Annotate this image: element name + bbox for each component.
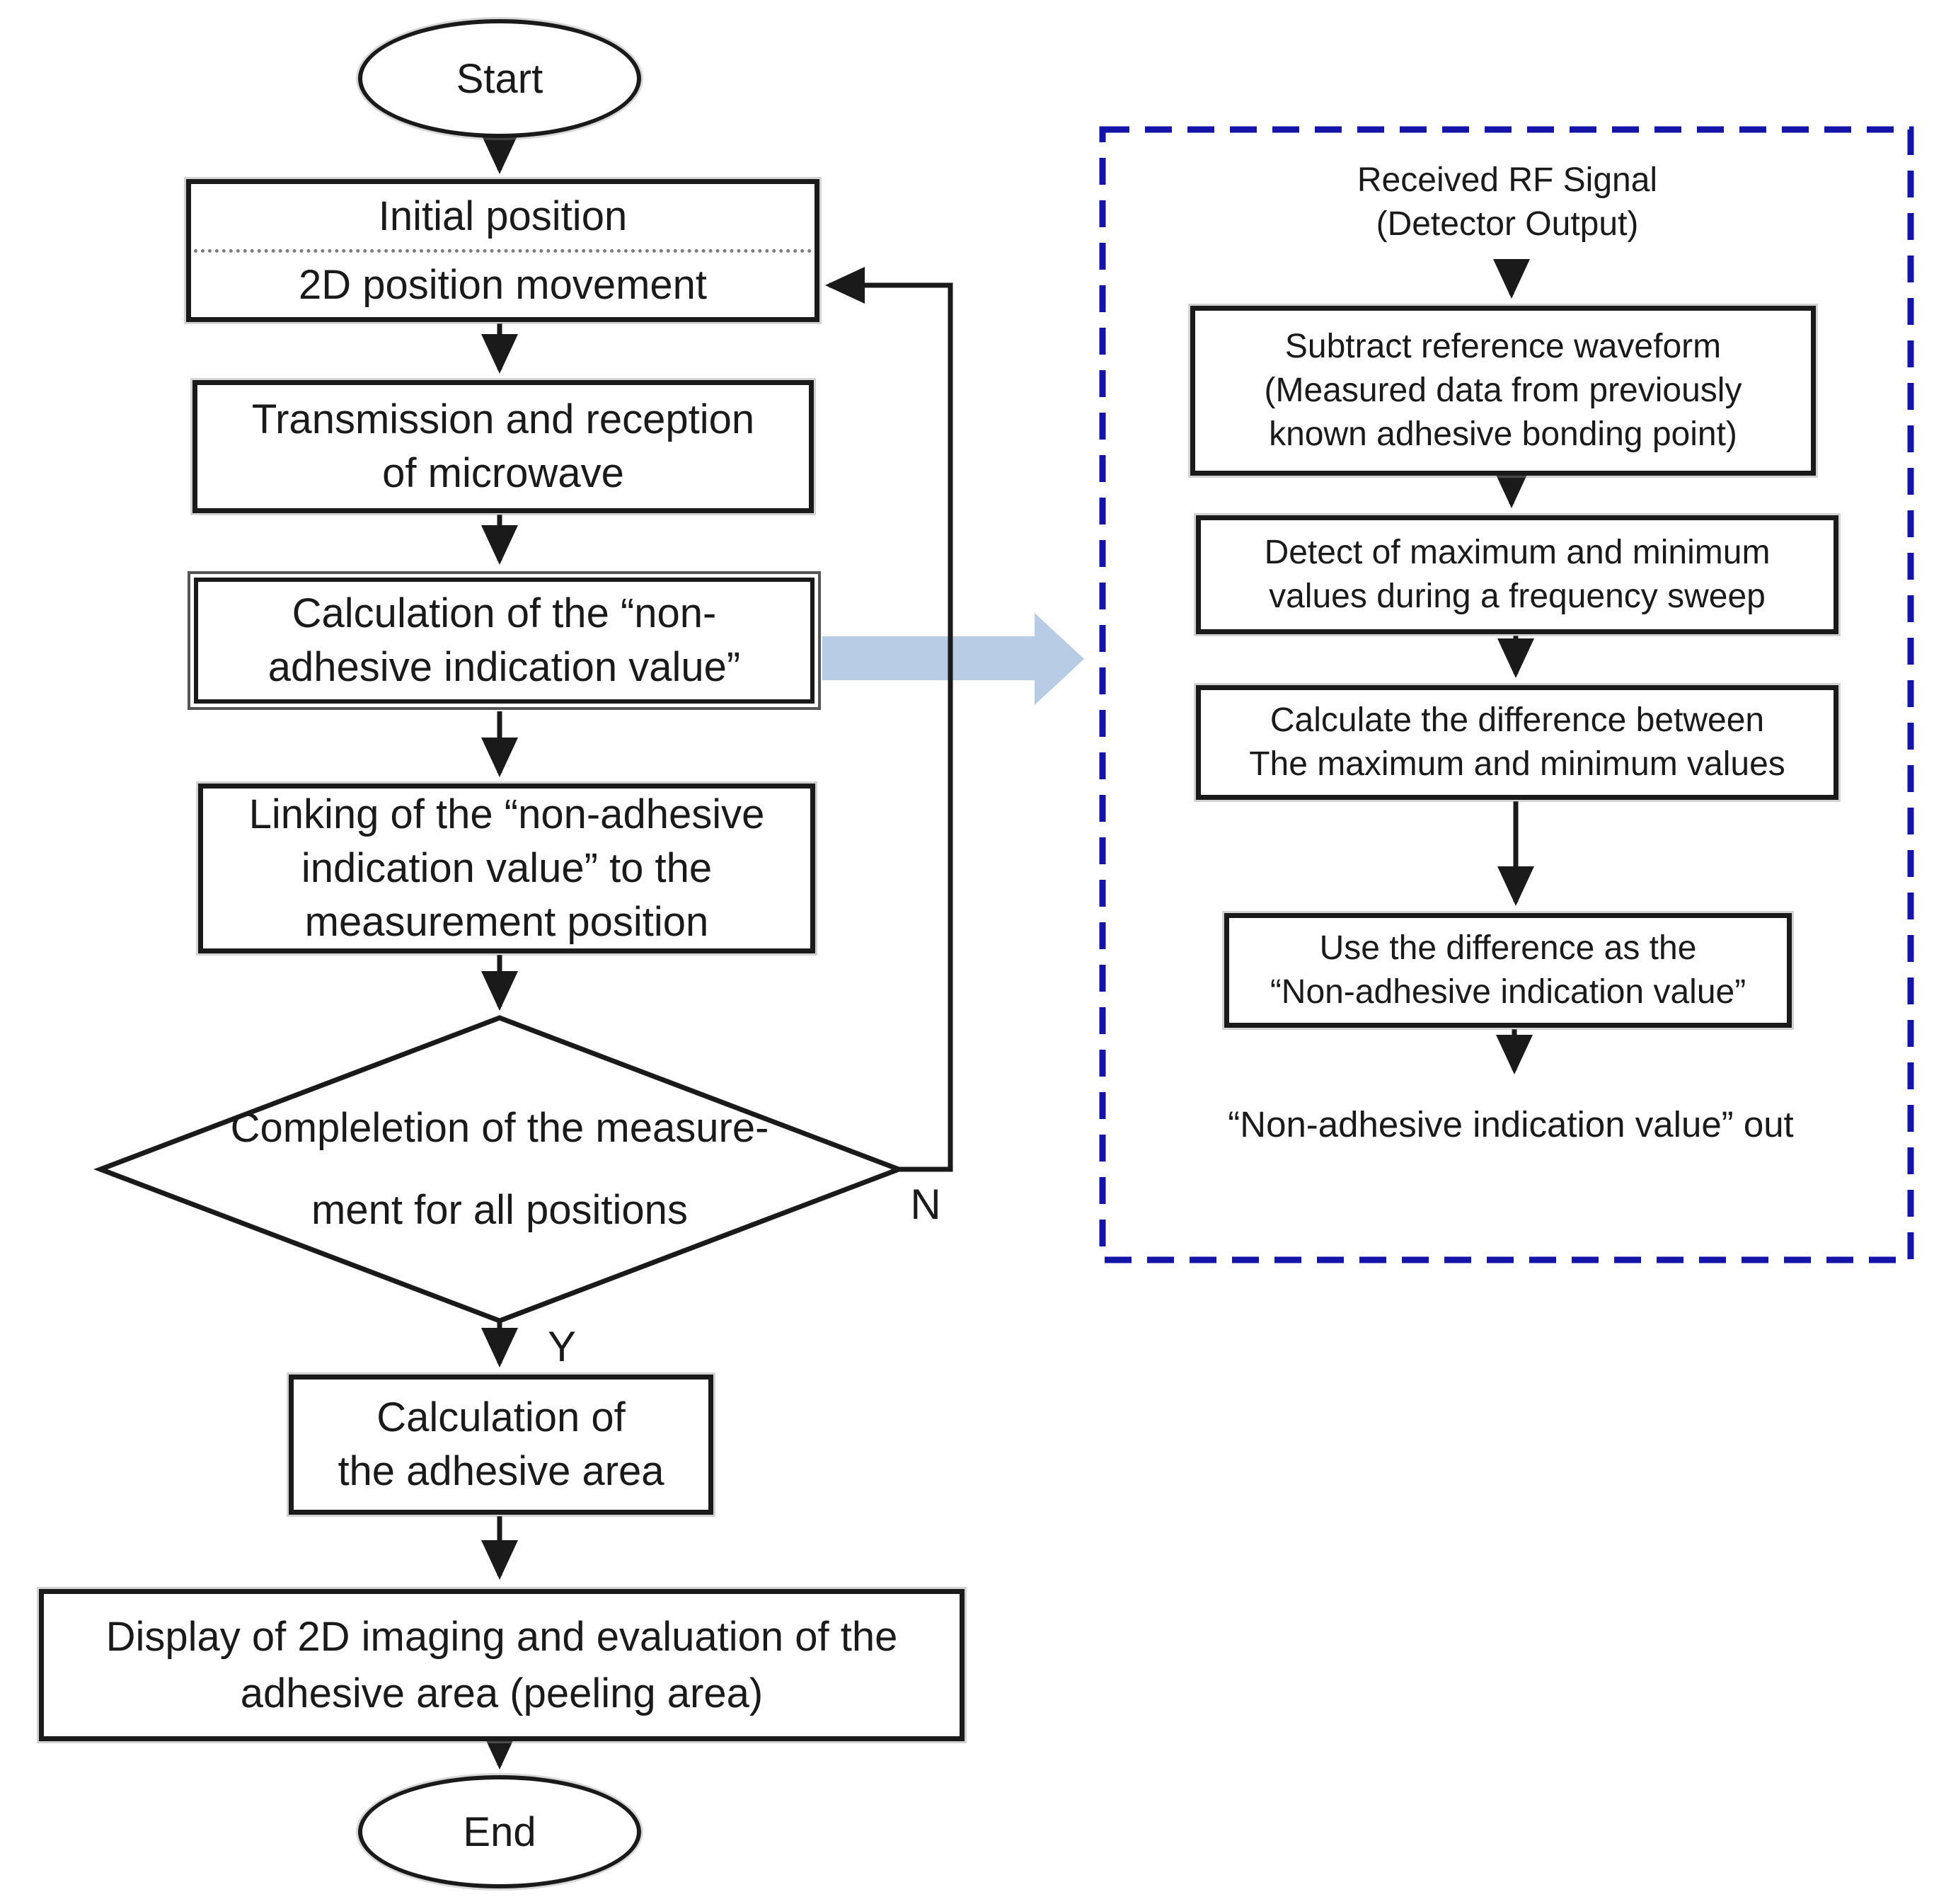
calc-adhesive-area-label: Calculation of the adhesive area [338, 1394, 664, 1494]
detail-step-detect: Detect of maximum and minimum values dur… [1196, 515, 1838, 634]
step-display-2d: Display of 2D imaging and evaluation of … [39, 1589, 965, 1741]
branch-no-label: N [910, 1180, 941, 1228]
feedback-loop-no [825, 267, 953, 1172]
dotted-divider [194, 248, 812, 253]
end-terminator: End [358, 1775, 641, 1888]
step-calc-adhesive-area: Calculation of the adhesive area [289, 1375, 713, 1515]
branch-yes-label: Y [547, 1322, 577, 1370]
detail-step-subtract: Subtract reference waveform (Measured da… [1190, 306, 1816, 476]
callout-arrow [822, 613, 1084, 705]
initial-position-label: Initial position [378, 193, 628, 240]
calc-difference-label: Calculate the difference between The max… [1249, 701, 1785, 783]
step-calculation-indication: Calculation of the “non- adhesive indica… [188, 571, 821, 710]
start-terminator: Start [358, 19, 641, 138]
subtract-reference-label: Subtract reference waveform (Measured da… [1264, 328, 1742, 453]
detail-header: Received RF Signal (Detector Output) [1245, 154, 1769, 251]
detail-output-label: “Non-adhesive indication value” out [1228, 1104, 1794, 1145]
detail-header-label: Received RF Signal (Detector Output) [1357, 161, 1658, 243]
end-label: End [463, 1808, 536, 1855]
detail-step-calc-difference: Calculate the difference between The max… [1196, 685, 1838, 800]
detail-output: “Non-adhesive indication value” out [1136, 1101, 1886, 1148]
detail-panel-border [1099, 126, 1914, 1263]
decision-diamond [93, 1015, 906, 1324]
linking-label: Linking of the “non-adhesive indication … [248, 791, 765, 945]
step-calculation-indication-inner: Calculation of the “non- adhesive indica… [194, 578, 815, 704]
decision-label: Compleletion of the measure- ment for al… [230, 1105, 769, 1233]
detail-step-use-difference: Use the difference as the “Non-adhesive … [1224, 913, 1792, 1028]
step-linking: Linking of the “non-adhesive indication … [198, 784, 815, 953]
use-difference-label: Use the difference as the “Non-adhesive … [1270, 929, 1746, 1011]
calculation-indication-label: Calculation of the “non- adhesive indica… [267, 590, 741, 690]
transmission-label: Transmission and reception of microwave [251, 396, 755, 496]
display-2d-label: Display of 2D imaging and evaluation of … [105, 1613, 898, 1716]
start-label: Start [456, 55, 543, 102]
detect-max-min-label: Detect of maximum and minimum values dur… [1264, 534, 1771, 615]
step-transmission: Transmission and reception of microwave [192, 380, 814, 513]
position-movement-label: 2D position movement [298, 261, 708, 308]
step-initial-position: Initial position 2D position movement [186, 179, 819, 322]
